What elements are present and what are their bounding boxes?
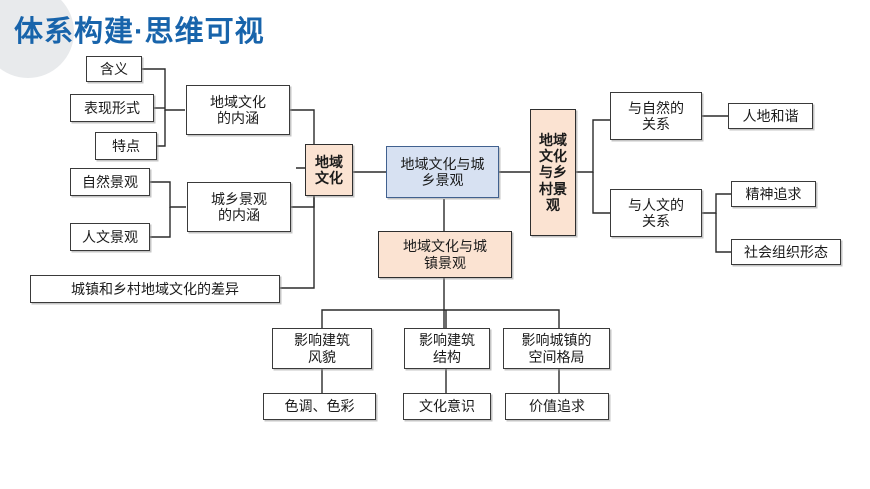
node-cultural-consciousness[interactable]: 文化意识 (403, 393, 491, 420)
node-affect-town-spatial-pattern[interactable]: 影响城镇的 空间格局 (503, 328, 610, 369)
node-relation-nature-line2: 关系 (642, 116, 670, 132)
node-social-organization-label: 社会组织形态 (744, 243, 828, 260)
edge-rural-to-humanity (592, 172, 610, 214)
node-urban-rural-landscape-connotation-line2: 的内涵 (218, 207, 260, 223)
node-town-landscape-line1: 地域文化与城 (403, 238, 487, 255)
edge-humanity-to-spiritual (701, 193, 731, 214)
node-regional-culture-connotation[interactable]: 地域文化 的内涵 (186, 85, 290, 135)
node-cultural-consciousness-label: 文化意识 (419, 398, 475, 415)
node-value-pursuit[interactable]: 价值追求 (505, 393, 609, 420)
node-urban-rural-landscape-connotation-line1: 城乡景观 (211, 190, 267, 207)
node-town-village-difference[interactable]: 城镇和乡村地域文化的差异 (30, 275, 280, 303)
edge-town-to-pattern (444, 309, 560, 328)
node-rural-landscape[interactable]: 地域文化与乡村景观 (530, 109, 576, 236)
node-affect-town-spatial-pattern-line1: 影响城镇的 (521, 332, 592, 349)
edge-natural-to-urbanrural (148, 181, 186, 208)
node-center-regional-culture-urban-rural-landscape[interactable]: 地域文化与城 乡景观 (386, 146, 499, 198)
node-human-landscape[interactable]: 人文景观 (70, 223, 150, 251)
node-town-landscape[interactable]: 地域文化与城 镇景观 (378, 231, 512, 278)
node-town-village-difference-label: 城镇和乡村地域文化的差异 (71, 280, 239, 297)
node-affect-building-structure[interactable]: 影响建筑 结构 (404, 328, 490, 369)
edge-town-to-style (321, 278, 445, 328)
node-spiritual-pursuit-label: 精神追求 (745, 185, 802, 202)
node-relation-humanity-line1: 与人文的 (628, 196, 684, 213)
edge-human-to-urbanrural (148, 207, 171, 238)
node-affect-building-style[interactable]: 影响建筑 风貌 (272, 328, 372, 369)
edge-rural-to-nature (575, 119, 610, 173)
node-features-label: 特点 (112, 137, 140, 154)
node-affect-building-structure-line1: 影响建筑 (419, 332, 475, 349)
edge-humanity-to-social (715, 213, 731, 253)
node-relation-humanity[interactable]: 与人文的 关系 (610, 189, 702, 237)
node-urban-rural-landscape-connotation[interactable]: 城乡景观 的内涵 (187, 182, 291, 232)
node-relation-humanity-line2: 关系 (642, 213, 670, 229)
node-regional-culture-connotation-line1: 地域文化 (210, 93, 266, 110)
node-relation-nature-line1: 与自然的 (628, 99, 684, 116)
node-social-organization[interactable]: 社会组织形态 (731, 239, 841, 265)
node-affect-building-structure-line2: 结构 (433, 348, 461, 365)
node-relation-nature[interactable]: 与自然的 关系 (610, 92, 702, 140)
node-human-landscape-label: 人文景观 (82, 228, 138, 245)
node-regional-culture[interactable]: 地域 文化 (305, 144, 353, 196)
node-tone-color-label: 色调、色彩 (284, 398, 355, 415)
node-regional-culture-line1: 地域 (315, 153, 343, 170)
node-tone-color[interactable]: 色调、色彩 (263, 393, 376, 420)
node-rural-landscape-label: 地域文化与乡村景观 (539, 132, 567, 213)
node-regional-culture-line2: 文化 (315, 170, 343, 186)
node-town-landscape-line2: 镇景观 (424, 254, 466, 271)
node-value-pursuit-label: 价值追求 (529, 398, 585, 415)
node-expression-form[interactable]: 表现形式 (70, 94, 154, 122)
node-expression-form-label: 表现形式 (84, 99, 140, 116)
node-spiritual-pursuit[interactable]: 精神追求 (731, 181, 816, 207)
node-affect-building-style-line2: 风貌 (308, 348, 336, 365)
node-center-line1: 地域文化与城 (400, 155, 485, 172)
node-affect-town-spatial-pattern-line2: 空间格局 (528, 348, 585, 365)
node-natural-landscape[interactable]: 自然景观 (70, 168, 150, 196)
node-meaning[interactable]: 含义 (86, 56, 142, 82)
node-harmony-label: 人地和谐 (742, 107, 799, 124)
page-title: 体系构建·思维可视 (14, 16, 265, 48)
node-meaning-label: 含义 (100, 60, 128, 77)
node-harmony[interactable]: 人地和谐 (728, 103, 813, 129)
node-features[interactable]: 特点 (95, 132, 157, 160)
node-regional-culture-connotation-line2: 的内涵 (217, 110, 259, 126)
node-affect-building-style-line1: 影响建筑 (294, 332, 350, 349)
node-center-line2: 乡景观 (421, 172, 464, 188)
node-natural-landscape-label: 自然景观 (82, 173, 138, 190)
